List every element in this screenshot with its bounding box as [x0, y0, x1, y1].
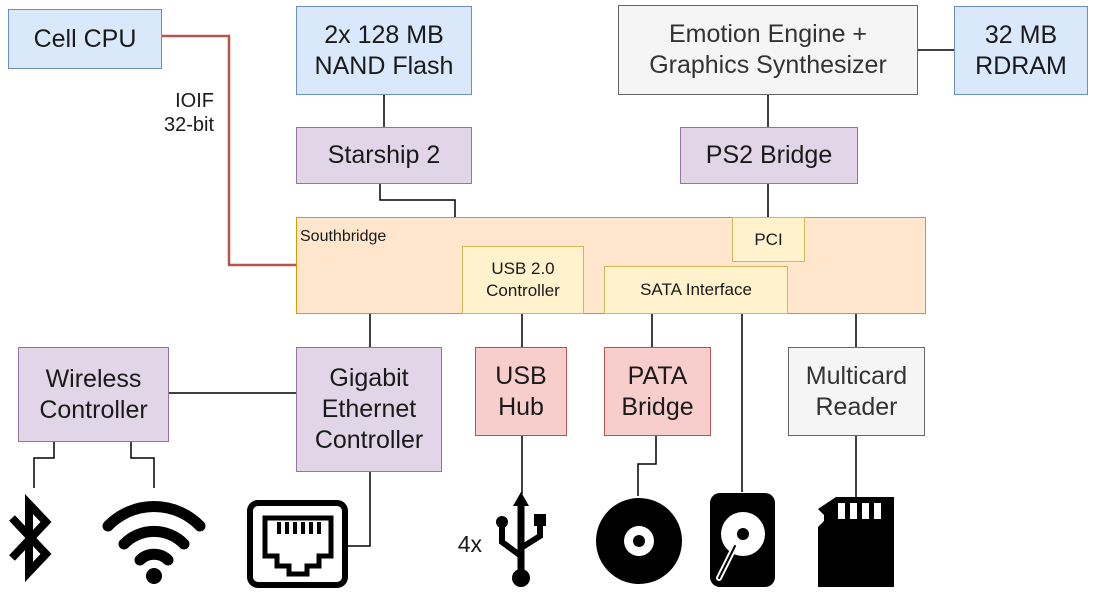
pci-box: PCI — [732, 217, 805, 262]
sata-interface-box: SATA Interface — [604, 266, 788, 314]
usb-count-label: 4x — [457, 531, 482, 557]
rdram-box: 32 MB RDRAM — [954, 6, 1088, 95]
emotion-engine-box: Emotion Engine + Graphics Synthesizer — [618, 5, 918, 95]
optical-disc-icon — [596, 498, 682, 584]
ethernet-port-icon — [247, 500, 348, 588]
ioif-label: IOIF 32-bit — [163, 90, 214, 136]
wire-pata-disc — [637, 436, 657, 496]
wire-ioif — [162, 34, 296, 267]
southbridge-label: Southbridge — [300, 228, 387, 245]
bluetooth-icon — [9, 493, 52, 583]
usb-controller-box: USB 2.0 Controller — [462, 246, 584, 314]
wire-wireless-bluetooth — [33, 442, 55, 488]
wire-gigabit-ethernet — [348, 472, 371, 547]
multicard-reader-box: Multicard Reader — [788, 347, 925, 436]
gigabit-ethernet-box: Gigabit Ethernet Controller — [296, 347, 442, 472]
nand-flash-box: 2x 128 MB NAND Flash — [296, 6, 472, 95]
sd-card-icon — [818, 497, 894, 587]
hard-drive-icon — [710, 493, 775, 587]
cell-cpu-box: Cell CPU — [8, 9, 162, 69]
wire-starship-southbridge — [379, 184, 456, 217]
ps2-bridge-box: PS2 Bridge — [680, 127, 858, 184]
wireless-controller-box: Wireless Controller — [18, 347, 169, 442]
wire-wireless-wifi — [130, 442, 155, 488]
starship-box: Starship 2 — [296, 127, 472, 184]
usb-hub-box: USB Hub — [475, 347, 567, 436]
wifi-icon — [102, 501, 206, 584]
pata-bridge-box: PATA Bridge — [604, 347, 711, 436]
usb-icon — [496, 492, 546, 587]
